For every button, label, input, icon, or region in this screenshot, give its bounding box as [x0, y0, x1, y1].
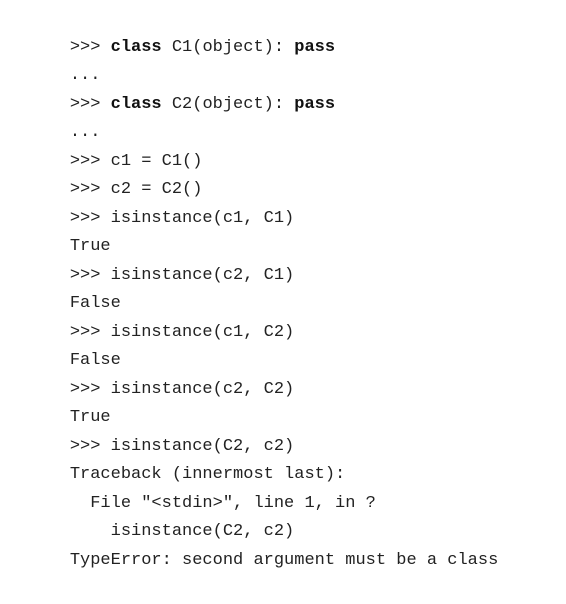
code-line-assign-c1: >>> c1 = C1() — [29, 119, 566, 171]
output-line: True — [29, 205, 566, 256]
code-text: >>> isinstance(c2, C2) — [69, 379, 295, 399]
prompt-text: >>> — [69, 37, 111, 57]
keyword-class: class — [110, 94, 162, 114]
code-line-assign-c2: >>> c2 = C2() — [29, 148, 566, 199]
output-line: True — [29, 376, 566, 427]
code-line-continuation: ... — [29, 34, 566, 85]
code-text: >>> c2 = C2() — [69, 180, 203, 199]
code-text: C1(object): — [161, 37, 295, 57]
code-text: >>> isinstance(c2, C1) — [69, 265, 295, 285]
code-line-isinstance-c1-C1: >>> isinstance(c1, C1) — [29, 176, 566, 228]
output-text: TypeError: second argument must be a cla… — [69, 550, 499, 570]
output-text: True — [69, 237, 111, 256]
code-line-class-c1-def: >>> class C1(object): pass — [29, 5, 566, 57]
code-text: >>> isinstance(c1, C1) — [69, 208, 295, 228]
traceback-file-line: File "<stdin>", line 1, in ? — [29, 461, 566, 513]
keyword-class: class — [110, 37, 162, 57]
output-text: False — [69, 294, 121, 313]
code-text: >>> c1 = C1() — [69, 151, 203, 171]
code-line-isinstance-c2-C2: >>> isinstance(c2, C2) — [29, 347, 566, 399]
keyword-pass: pass — [294, 94, 336, 114]
code-text: >>> isinstance(c1, C2) — [69, 322, 295, 342]
output-text: Traceback (innermost last): — [69, 465, 346, 484]
output-text: File "<stdin>", line 1, in ? — [69, 493, 376, 513]
python-interactive-session: >>> class C1(object): pass ... >>> class… — [29, 5, 566, 570]
traceback-header: Traceback (innermost last): — [29, 433, 566, 484]
code-line-isinstance-c2-C1: >>> isinstance(c2, C1) — [29, 233, 566, 285]
output-text: False — [69, 351, 121, 370]
code-line-isinstance-C2-c2: >>> isinstance(C2, c2) — [29, 404, 566, 456]
output-line: False — [29, 262, 566, 313]
code-text: >>> isinstance(C2, c2) — [69, 436, 295, 456]
continuation-prompt: ... — [69, 123, 101, 142]
code-line-isinstance-c1-C2: >>> isinstance(c1, C2) — [29, 290, 566, 342]
continuation-prompt: ... — [69, 66, 101, 85]
output-text: True — [69, 408, 111, 427]
prompt-text: >>> — [69, 94, 111, 114]
traceback-source-line: isinstance(C2, c2) — [29, 490, 566, 541]
code-line-class-c2-def: >>> class C2(object): pass — [29, 62, 566, 114]
code-line-continuation: ... — [29, 91, 566, 142]
code-text: C2(object): — [161, 94, 295, 114]
output-text: isinstance(C2, c2) — [69, 522, 295, 541]
output-line: False — [29, 319, 566, 370]
keyword-pass: pass — [294, 37, 336, 57]
